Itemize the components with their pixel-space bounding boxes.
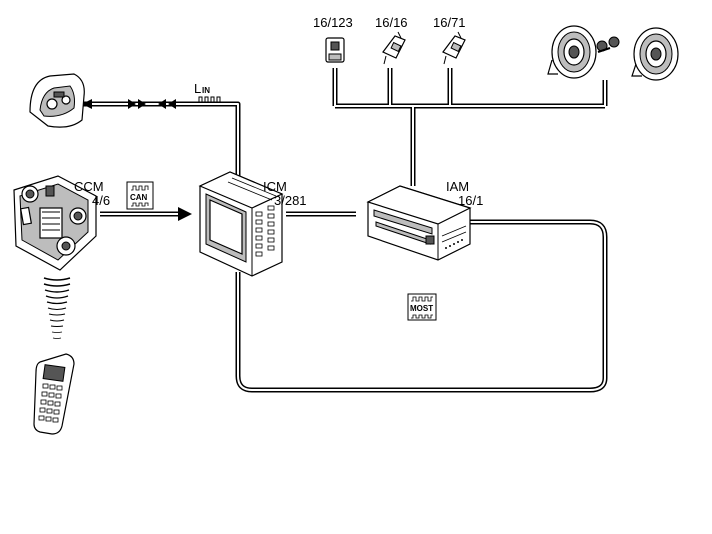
- speaker-right-icon: [631, 27, 679, 81]
- component-harness: [332, 68, 608, 186]
- most-label: MOST: [410, 304, 433, 313]
- speaker-icon: [547, 25, 597, 79]
- lin-label: L: [194, 81, 201, 96]
- component-16-71-code: 16/71: [433, 15, 466, 30]
- antenna-amplifier-icon: [382, 31, 406, 65]
- can-protocol-label: CAN: [126, 181, 154, 210]
- steering-wheel-control-icon: [29, 73, 85, 128]
- ccm-name: CCM: [74, 179, 104, 194]
- aux-connector-icon: [325, 37, 345, 63]
- icm-name: ICM: [263, 179, 287, 194]
- most-protocol-label: MOST: [407, 293, 437, 321]
- antenna-module-icon: [442, 31, 466, 65]
- tweeter-icon: [596, 36, 620, 53]
- can-bus: [100, 207, 192, 221]
- component-16-16-code: 16/16: [375, 15, 408, 30]
- audio-module-icon: [366, 185, 472, 261]
- icm-code: 3/281: [274, 193, 307, 208]
- remote-control-icon: [33, 353, 75, 435]
- can-label: CAN: [130, 193, 148, 202]
- component-16-123-code: 16/123: [313, 15, 353, 30]
- ccm-code: 4/6: [92, 193, 110, 208]
- lin-protocol-label: L IN: [194, 81, 221, 103]
- control-panel-icon: [13, 175, 97, 271]
- lin-label-sub: IN: [202, 86, 210, 95]
- iam-name: IAM: [446, 179, 469, 194]
- lin-bus: [82, 99, 241, 178]
- iam-code: 16/1: [458, 193, 483, 208]
- most-bus: [235, 211, 608, 393]
- display-module-icon: [198, 171, 284, 277]
- infrared-beam: [43, 277, 71, 339]
